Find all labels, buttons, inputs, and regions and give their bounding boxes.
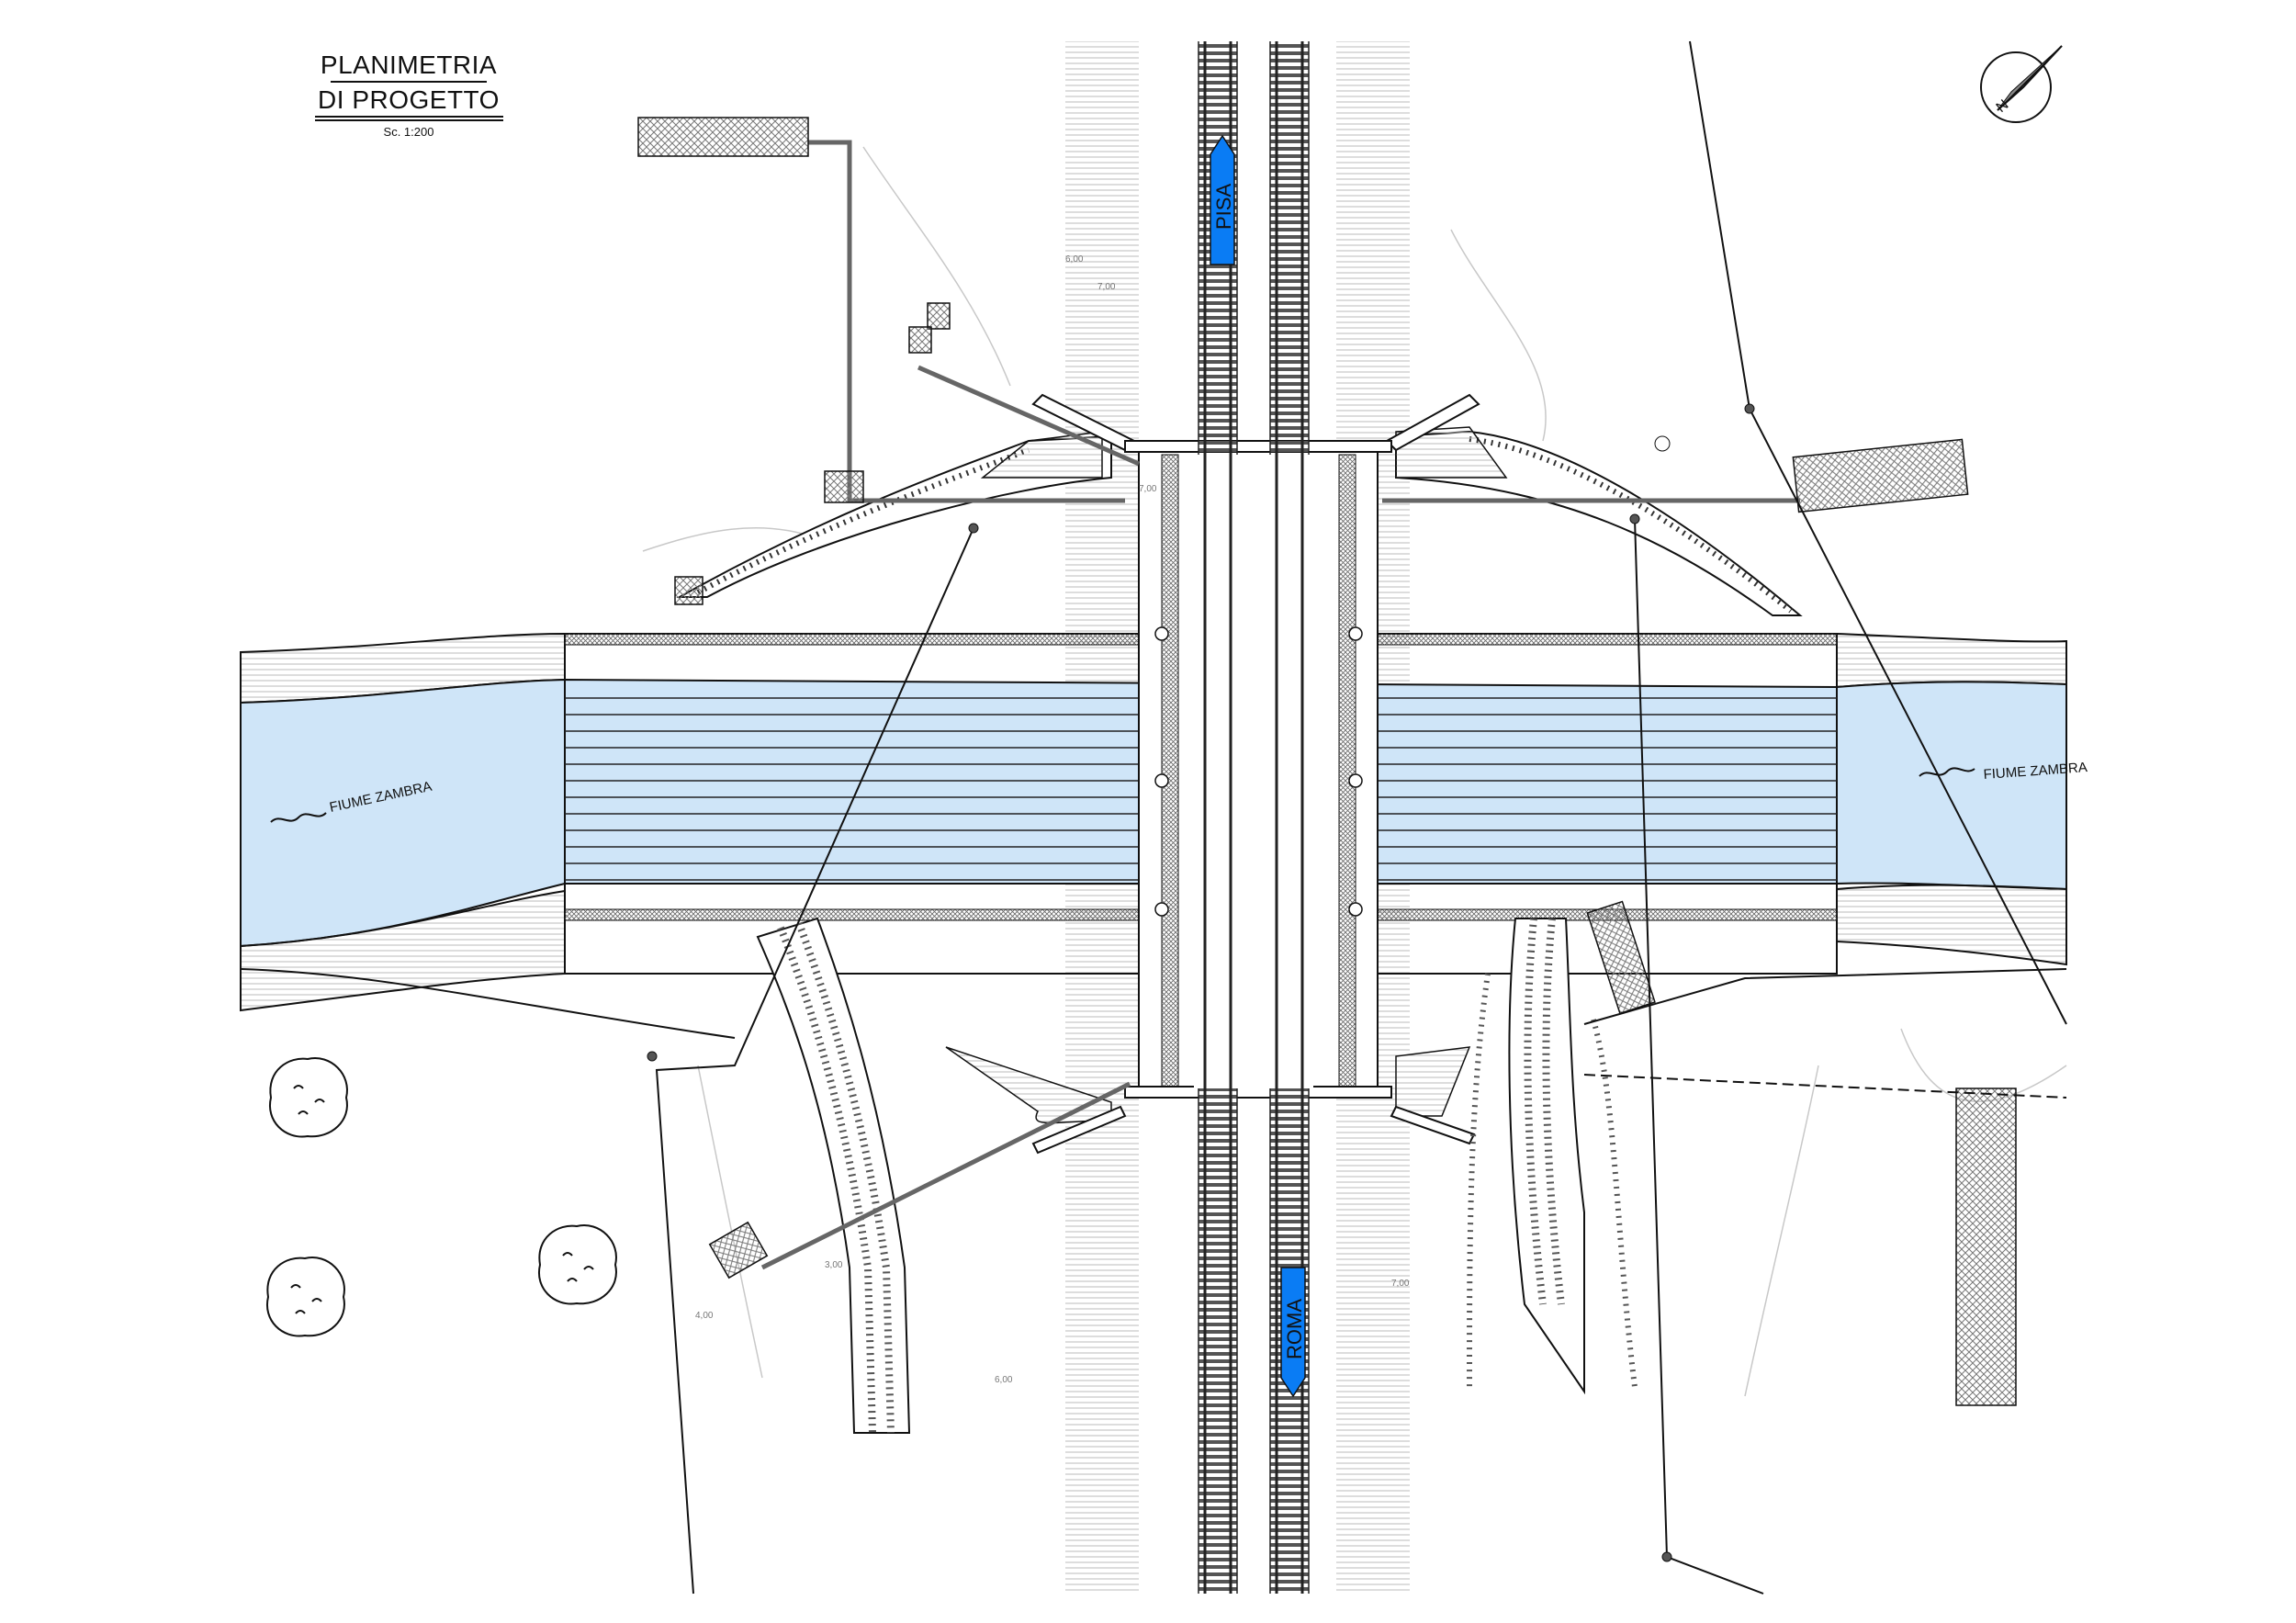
boundary-lines bbox=[240, 40, 2067, 1595]
bearing-marker bbox=[1348, 626, 1363, 641]
bearing-marker bbox=[1154, 902, 1169, 917]
utility-lines bbox=[760, 140, 1800, 1270]
wing-walls bbox=[1031, 393, 1480, 1155]
tree-symbol-icon bbox=[265, 1257, 345, 1337]
scale-label: Sc. 1:200 bbox=[383, 125, 434, 139]
wing-slope-top-right bbox=[1395, 426, 1803, 616]
elevation-label: 6,00 bbox=[1065, 254, 1084, 265]
title-block: PLANIMETRIA DI PROGETTO Sc. 1:200 bbox=[312, 50, 505, 139]
direction-label-pisa: PISA bbox=[1212, 184, 1235, 230]
elevation-label: 4,00 bbox=[695, 1311, 714, 1321]
title-underline bbox=[331, 81, 487, 83]
bearing-marker bbox=[1348, 773, 1363, 788]
tree-symbols bbox=[265, 1057, 617, 1337]
drainage-ditch-left bbox=[756, 917, 911, 1434]
direction-label-roma: ROMA bbox=[1283, 1299, 1306, 1359]
bearing-marker bbox=[1154, 626, 1169, 641]
elevation-label: 6,00 bbox=[995, 1375, 1013, 1385]
north-arrow-icon: N bbox=[1980, 45, 2063, 123]
wing-slope-bottom-right bbox=[1395, 1046, 1471, 1117]
elevation-label: 7,00 bbox=[1139, 484, 1157, 494]
drawing-title-line2: DI PROGETTO bbox=[318, 85, 500, 114]
tree-symbol-icon bbox=[537, 1224, 617, 1305]
elevation-label: 7,00 bbox=[1097, 282, 1116, 292]
drawing-title-line1: PLANIMETRIA bbox=[320, 51, 498, 79]
drainage-ditch-right bbox=[1467, 918, 1638, 1395]
wing-slope-bottom-left bbox=[945, 1046, 1112, 1124]
channel-lining bbox=[564, 633, 1838, 975]
title-underline bbox=[314, 116, 503, 118]
elevation-labels: 6,00 7,00 7,00 3,00 4,00 6,00 7,00 bbox=[695, 254, 1410, 1385]
tree-symbol-icon bbox=[268, 1057, 348, 1138]
river-bank-lower bbox=[240, 884, 2067, 1012]
hatched-structures bbox=[637, 117, 2017, 1406]
elevation-label: 3,00 bbox=[825, 1260, 843, 1270]
bearing-marker bbox=[1154, 773, 1169, 788]
elevation-label: 7,00 bbox=[1391, 1279, 1410, 1289]
direction-arrow-pisa: PISA bbox=[1210, 134, 1235, 265]
bearing-marker bbox=[1348, 902, 1363, 917]
direction-arrow-roma: ROMA bbox=[1280, 1267, 1306, 1398]
wing-slope-top-left bbox=[676, 431, 1112, 598]
title-underline bbox=[314, 119, 503, 121]
survey-points bbox=[647, 403, 1755, 1562]
river-bank-upper bbox=[240, 632, 2067, 704]
